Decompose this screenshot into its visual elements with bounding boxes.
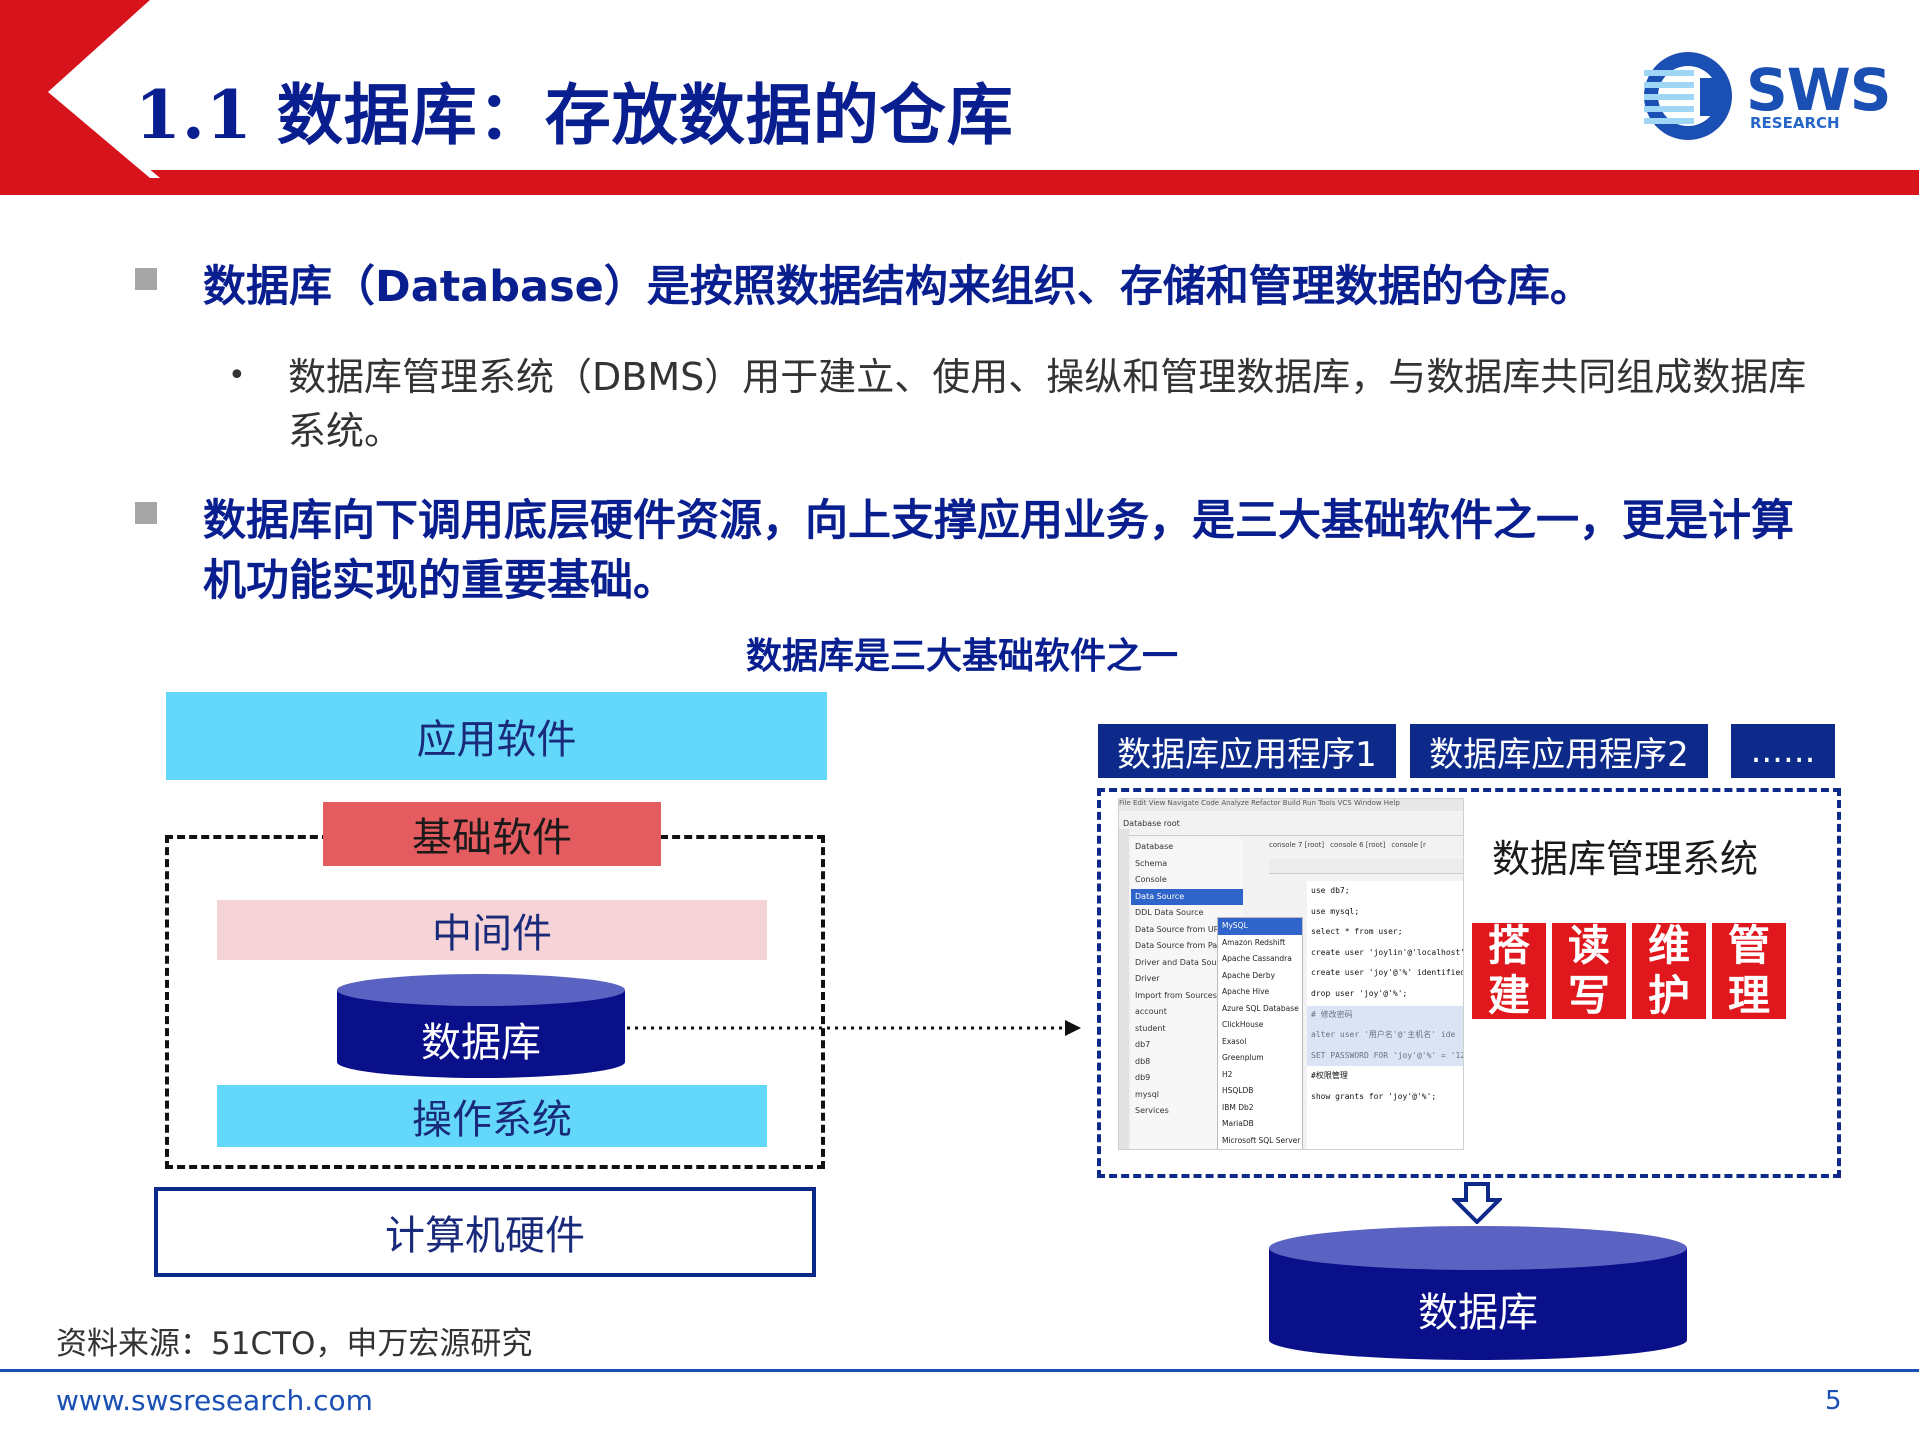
function-build: 搭建: [1472, 921, 1546, 1020]
ide-source-item: Exasol: [1222, 1036, 1247, 1046]
ide-code-line: #权限管理: [1311, 1071, 1348, 1081]
ide-code-line: create user 'joy'@'%' identified: [1311, 968, 1463, 978]
database-bottom-label: 数据库: [1418, 1290, 1538, 1336]
ide-source-item: MySQL: [1218, 918, 1302, 935]
ide-tree-item: mysql: [1135, 1089, 1159, 1099]
ide-tree-item: Data Source: [1131, 888, 1243, 905]
ide-source-item: Apache Hive: [1222, 987, 1270, 996]
ide-tab[interactable]: console [r: [1391, 841, 1426, 849]
dbms-functions: 搭建 读写 维护 管理: [1472, 921, 1788, 1020]
source-note: 资料来源：51CTO，申万宏源研究: [56, 1326, 533, 1362]
function-maintain: 维护: [1632, 921, 1706, 1020]
ide-code-line: select * from user;: [1311, 927, 1403, 937]
bullet-2-line-1: 数据库向下调用底层硬件资源，向上支撑应用业务，是三大基础软件之一，更是计算: [203, 496, 1794, 546]
footer-url[interactable]: www.swsresearch.com: [56, 1384, 373, 1417]
page-number: 5: [1825, 1386, 1842, 1416]
sws-logo: SWS RESEARCH: [1640, 48, 1892, 144]
ide-tree-item: Driver and Data Source: [1135, 957, 1229, 967]
ide-tree-item: DDL Data Source: [1135, 908, 1204, 917]
ide-source-item: Microsoft SQL Server: [1222, 1135, 1301, 1145]
header-chevron: [0, 0, 160, 195]
ide-source-item: MariaDB: [1222, 1119, 1254, 1128]
ide-code-line: use db7;: [1311, 886, 1350, 895]
page-title: 1.1 数据库：存放数据的仓库: [135, 76, 1014, 154]
ide-code-line: create user 'joylin'@'localhost': [1311, 947, 1463, 957]
function-manage: 管理: [1712, 921, 1786, 1020]
ide-source-item: Apache Derby: [1222, 970, 1276, 980]
ide-tree-item: Database: [1135, 842, 1174, 851]
logo-subtext: RESEARCH: [1750, 114, 1840, 132]
header-underline: [40, 178, 1919, 195]
ide-tree-item: db7: [1135, 1040, 1151, 1049]
database-label: 数据库: [421, 1020, 541, 1066]
app-program-1: 数据库应用程序1: [1098, 724, 1396, 778]
ide-source-item: Amazon Redshift: [1222, 937, 1286, 947]
ide-tree-item: Data Source from URL: [1135, 924, 1224, 934]
ide-source-item: ClickHouse: [1222, 1020, 1264, 1029]
dotted-arrow-icon: [627, 1020, 1081, 1036]
ide-source-item: Greenplum: [1222, 1053, 1264, 1062]
sub-bullet-line-1: 数据库管理系统（DBMS）用于建立、使用、操纵和管理数据库，与数据库共同组成数据…: [288, 355, 1807, 399]
ide-tree-item: student: [1135, 1023, 1166, 1033]
diagram-caption: 数据库是三大基础软件之一: [746, 636, 1179, 677]
dbms-title: 数据库管理系统: [1492, 837, 1759, 881]
ide-tree-item: Data Source from Path: [1135, 941, 1226, 950]
ide-tree-item: db9: [1135, 1073, 1151, 1082]
bullet-2-line-2: 机功能实现的重要基础。: [203, 556, 676, 606]
ide-tree-item: Schema: [1135, 858, 1168, 868]
app-software-box: 应用软件: [166, 692, 827, 780]
hardware-box: 计算机硬件: [154, 1187, 816, 1277]
ide-source-item: HSQLDB: [1222, 1086, 1254, 1095]
ide-tab[interactable]: console 6 [root]: [1330, 841, 1386, 849]
ide-source-item: Apache Cassandra: [1222, 954, 1292, 963]
footer-divider: [0, 1369, 1919, 1372]
ide-tree-item: Driver: [1135, 974, 1160, 983]
ide-tree-item: Console: [1135, 875, 1167, 884]
ide-tree-item: Import from Sources...: [1135, 990, 1225, 1000]
basic-software-label: 基础软件: [323, 802, 661, 866]
sub-bullet-line-2: 系统。: [288, 409, 403, 453]
ide-source-item: IBM Db2: [1222, 1102, 1254, 1112]
ide-source-item: H2: [1222, 1069, 1233, 1079]
ide-code-line: use mysql;: [1311, 906, 1360, 916]
ide-tabs: console 7 [root] console 6 [root] console …: [1269, 841, 1463, 855]
sws-globe-icon: [1644, 52, 1732, 140]
bullet-square-2: [135, 502, 157, 524]
ide-tree-item: account: [1135, 1007, 1167, 1016]
ide-tree-item: db8: [1135, 1056, 1151, 1066]
bullet-square-1: [135, 268, 157, 290]
dbms-dashed-frame: [1097, 788, 1841, 1178]
ide-menu-bar: File Edit View Navigate Code Analyze Ref…: [1119, 799, 1463, 811]
logo-text: SWS: [1746, 56, 1892, 124]
ide-tree-item: Services: [1135, 1106, 1169, 1115]
down-arrow-icon: [1452, 1182, 1502, 1224]
ide-breadcrumb: Database root: [1123, 819, 1180, 828]
ide-code-line: drop user 'joy'@'%';: [1311, 988, 1408, 998]
ide-code-line: show grants for 'joy'@'%';: [1311, 1091, 1437, 1101]
ide-tab[interactable]: console 7 [root]: [1269, 841, 1325, 849]
database-bottom-cylinder: [1269, 1226, 1687, 1360]
app-program-more: ......: [1731, 724, 1835, 778]
bullet-1-text: 数据库（Database）是按照数据结构来组织、存储和管理数据的仓库。: [203, 262, 1593, 312]
ide-source-item: Azure SQL Database: [1222, 1003, 1299, 1013]
database-cylinder: [337, 974, 625, 1078]
ide-screenshot: File Edit View Navigate Code Analyze Ref…: [1118, 798, 1464, 1150]
middleware-box: 中间件: [217, 900, 767, 960]
bullet-dot: •: [228, 358, 246, 393]
app-program-2: 数据库应用程序2: [1410, 724, 1708, 778]
os-box: 操作系统: [217, 1085, 767, 1147]
function-read-write: 读写: [1552, 921, 1626, 1020]
